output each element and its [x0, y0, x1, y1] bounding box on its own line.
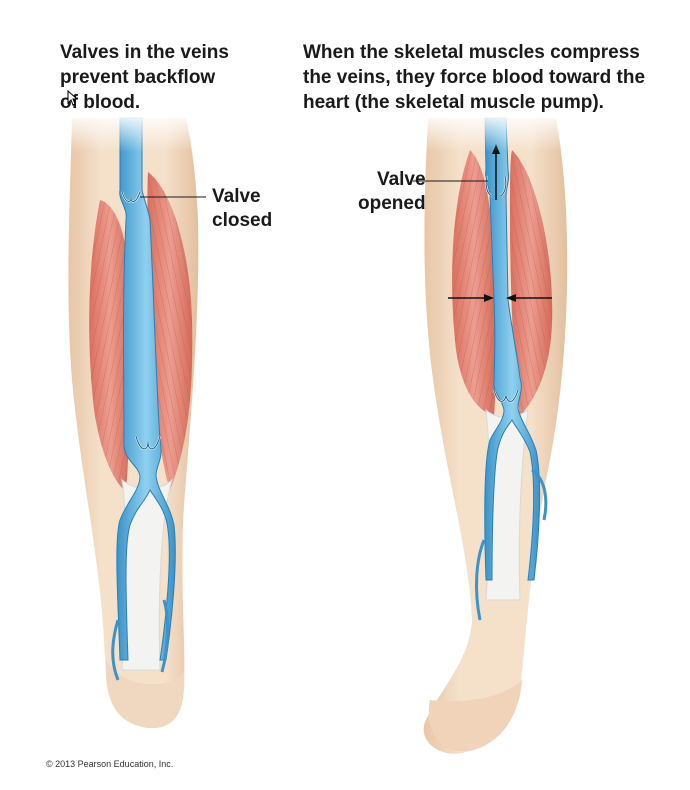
- right-caption: When the skeletal muscles compress the v…: [303, 42, 646, 113]
- compression-arrow-left: [448, 294, 494, 302]
- left-valve-closed-upper: [121, 191, 141, 203]
- mouse-cursor-icon: [67, 90, 78, 106]
- right-vein: [484, 117, 541, 581]
- valve-opened-label: Valve opened: [358, 169, 426, 214]
- right-valve-opened-upper: [485, 175, 507, 197]
- valve-closed-label: Valve closed: [212, 186, 273, 231]
- left-vein: [116, 117, 176, 661]
- copyright-notice: © 2013 Pearson Education, Inc.: [46, 759, 174, 769]
- left-valve-closed-lower: [135, 435, 161, 450]
- compression-arrow-right: [506, 294, 552, 302]
- right-leg: [413, 117, 568, 754]
- left-caption: Valves in the veins prevent backflow of …: [60, 42, 229, 113]
- left-leg: [68, 117, 206, 729]
- right-valve-lower: [493, 389, 519, 403]
